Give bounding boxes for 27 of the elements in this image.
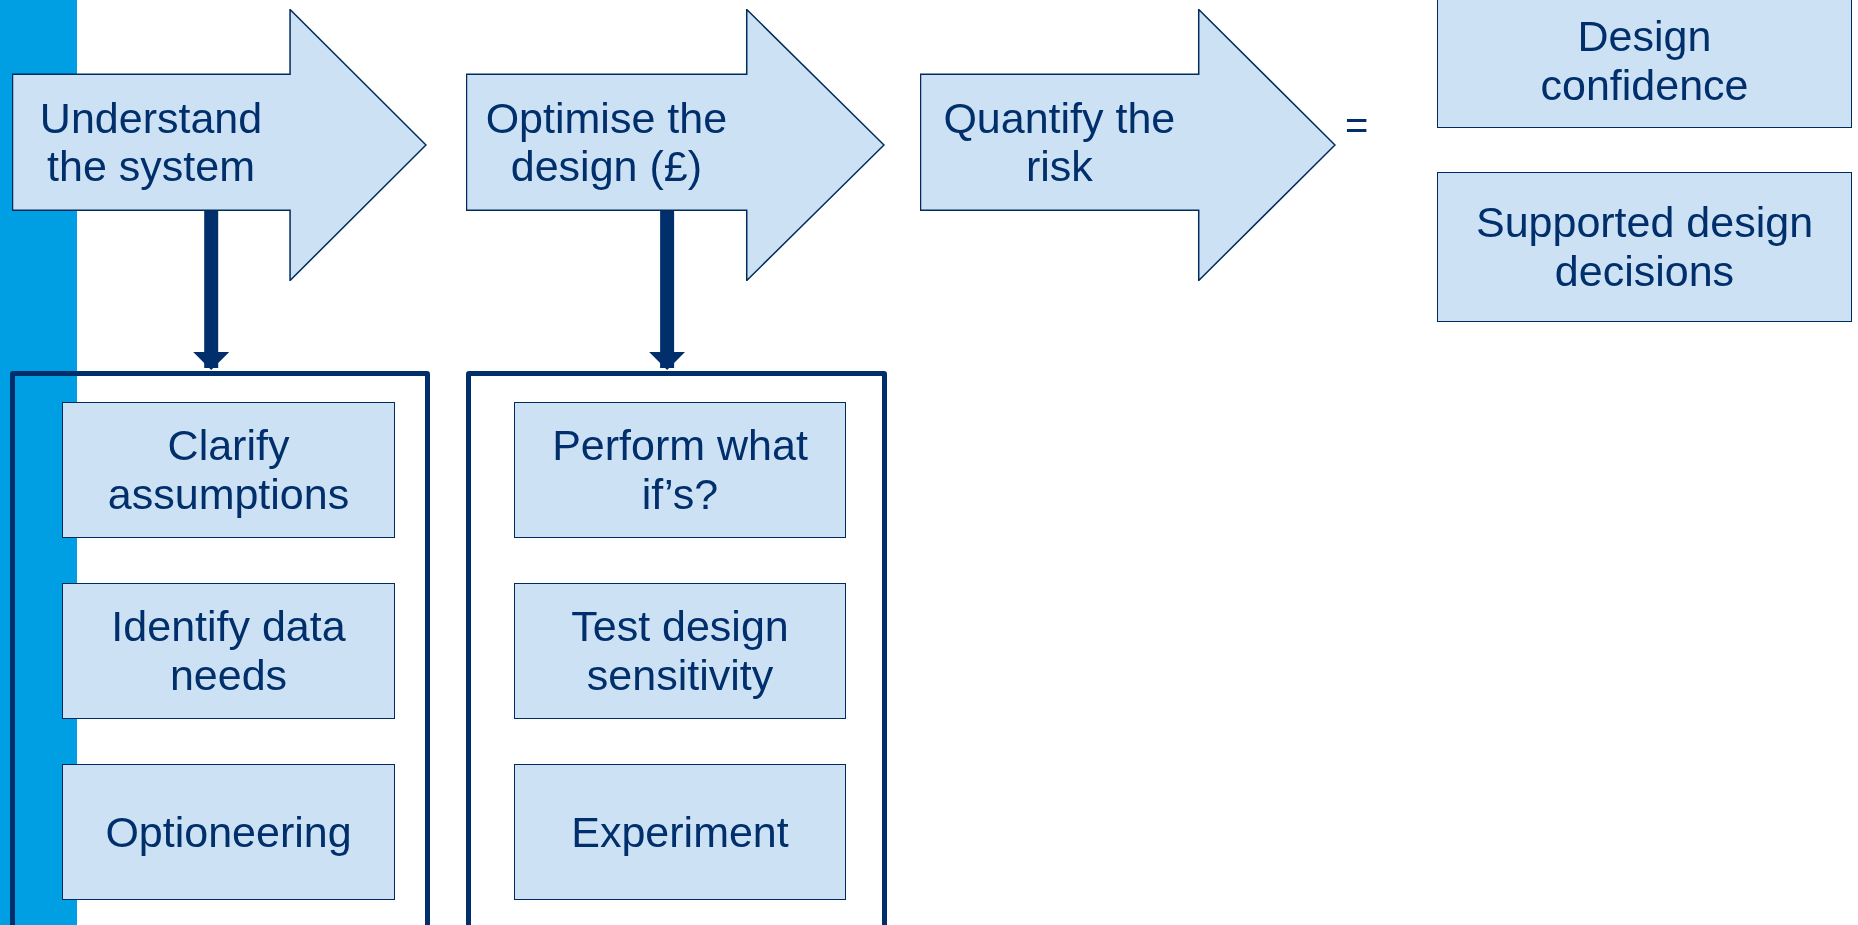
task-box xyxy=(514,402,846,538)
node-text: Perform what if’s? xyxy=(551,421,809,519)
task-box xyxy=(514,764,846,900)
node-text: Supported design decisions xyxy=(1474,198,1815,296)
group-frame xyxy=(10,371,430,925)
node-text: Quantify the risk xyxy=(942,93,1177,191)
node-text: Clarify assumptions xyxy=(106,421,351,519)
group-frame xyxy=(466,371,887,925)
task-box xyxy=(62,764,395,900)
down-arrow xyxy=(649,210,686,370)
node-text: Optimise the design (£) xyxy=(484,93,729,191)
node-text: Identify data needs xyxy=(110,602,347,700)
process-step xyxy=(920,9,1336,281)
node-text: Understand the system xyxy=(38,93,264,191)
node-text: Optioneering xyxy=(105,807,352,857)
node-text: Experiment xyxy=(571,807,789,857)
task-box xyxy=(1437,0,1852,128)
task-box xyxy=(514,583,846,719)
node-text: Test design sensitivity xyxy=(570,602,790,700)
node-text: Design confidence xyxy=(1539,12,1750,110)
process-step xyxy=(12,9,427,281)
task-box xyxy=(62,402,395,538)
down-arrow xyxy=(193,210,230,370)
task-box xyxy=(62,583,395,719)
equals-sign: = xyxy=(1345,102,1369,149)
task-box xyxy=(1437,172,1852,322)
process-step xyxy=(466,9,885,281)
